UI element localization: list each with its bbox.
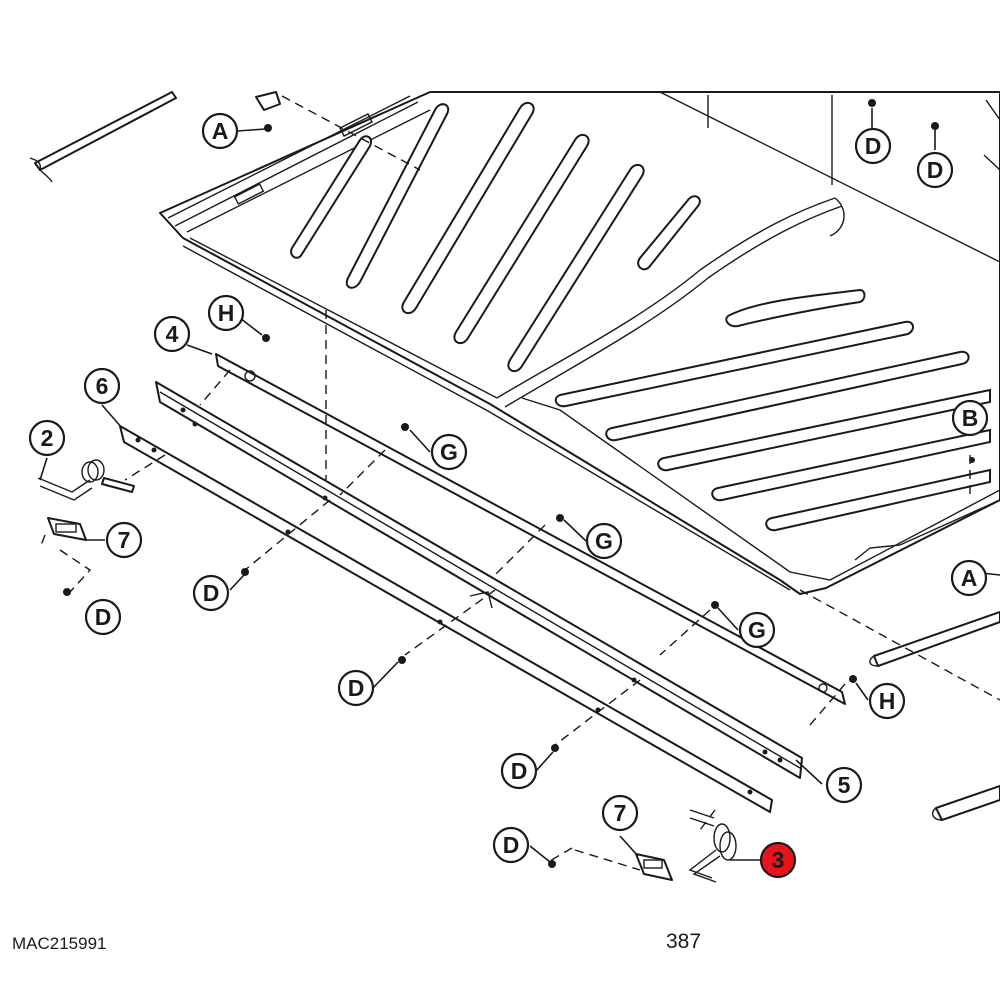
callout-d-mid-2: D [337,669,375,707]
callout-label: G [748,617,766,643]
callout-label: A [212,118,229,144]
callout-label: G [595,528,613,554]
callout-d-bottom: D [492,826,530,864]
upper-left-rod [29,91,177,183]
deck-panel [159,91,1000,595]
callout-part-4: 4 [153,315,191,353]
callout-g-3: G [738,611,776,649]
callout-d-mid-3: D [500,752,538,790]
strip-part-4 [215,353,846,705]
assembly-lines [39,95,1000,871]
callout-d-mid-1: D [192,574,230,612]
callout-g-1: G [430,433,468,471]
callout-label: 7 [614,800,627,826]
callout-label: 4 [166,321,179,347]
callout-part-7-left: 7 [105,521,143,559]
callout-a-top: A [201,112,239,150]
callout-a-right: A [950,559,988,597]
callout-label: 5 [838,772,851,798]
clip-part-7-left [47,517,87,541]
callout-label: D [927,157,944,183]
callout-label: B [962,405,979,431]
callout-label: 3 [772,847,785,873]
callout-label: A [961,565,978,591]
callout-h-upper: H [207,294,245,332]
hardware-fasteners [63,91,975,868]
deck-ribs-right [554,288,991,532]
callout-b: B [951,399,989,437]
clip-part-7-bottom [635,853,673,881]
callout-g-2: G [585,522,623,560]
callout-part-5: 5 [825,766,863,804]
callout-label: 6 [96,373,109,399]
callout-label: 2 [41,425,54,451]
callout-h-lower: H [868,682,906,720]
part-code: MAC215991 [12,934,107,953]
callout-label: D [503,832,520,858]
callout-label: 7 [118,527,131,553]
callout-part-7-bottom: 7 [601,794,639,832]
strip-part-6 [119,425,773,813]
callout-part-3-highlighted: 3 [759,841,797,879]
page-number: 387 [666,930,702,953]
callout-label: D [511,758,528,784]
spring-part-3 [688,809,737,883]
deck-ribs-left [290,101,701,373]
spring-part-2 [37,459,135,501]
callout-part-6: 6 [83,367,121,405]
callout-d-top-1: D [854,127,892,165]
callout-d-top-2: D [916,151,954,189]
callout-label: H [218,300,235,326]
callout-d-left: D [84,598,122,636]
callout-label: H [879,688,896,714]
callout-label: G [440,439,458,465]
strip-part-5 [155,381,803,779]
callout-part-2: 2 [28,419,66,457]
callout-label: D [203,580,220,606]
callout-label: D [95,604,112,630]
callout-label: D [865,133,882,159]
lower-right-rod [869,99,1000,821]
callout-label: D [348,675,365,701]
